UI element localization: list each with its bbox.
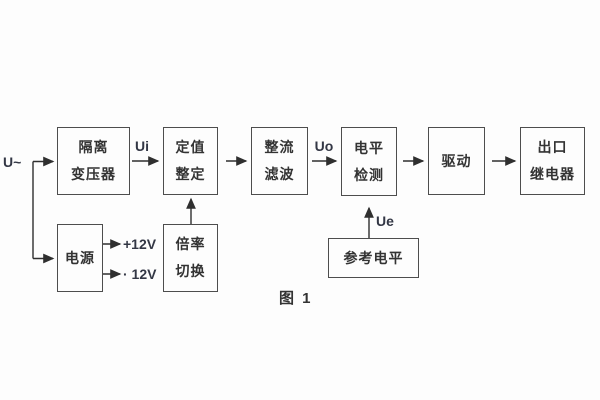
block-label-line: 检测 [354, 166, 384, 183]
block-label-line: 出口 [537, 139, 568, 155]
ue-signal-label: Ue [376, 213, 394, 229]
block-label-line: 参考电平 [343, 249, 404, 266]
block-label-line: 倍率 [175, 236, 206, 252]
block-label-line: 电源 [65, 249, 95, 266]
block-output-relay: 出口 继电器 [520, 127, 585, 195]
block-label-line: 电平 [354, 139, 384, 156]
block-drive: 驱动 [428, 127, 485, 195]
block-label-line: 滤波 [264, 166, 295, 182]
block-reference-level: 参考电平 [328, 238, 419, 278]
block-power-supply: 电源 [57, 224, 103, 292]
block-isolation-transformer: 隔离 变压器 [57, 127, 130, 195]
figure-caption: 图 1 [279, 290, 313, 307]
block-label-line: 切换 [175, 263, 206, 279]
block-setting: 定值 整定 [163, 127, 218, 195]
block-label-line: 继电器 [530, 166, 575, 182]
block-label-line: 隔离 [78, 139, 109, 155]
block-rectifier-filter: 整流 滤波 [251, 127, 308, 195]
ui-signal-label: Ui [135, 138, 149, 154]
block-level-detection: 电平 检测 [341, 127, 397, 196]
input-signal-label: U~ [3, 154, 22, 170]
block-label-line: 定值 [175, 139, 206, 155]
block-ratio-switch: 倍率 切换 [163, 224, 218, 292]
block-label-line: 驱动 [441, 152, 472, 169]
block-label-line: 整流 [264, 139, 295, 155]
block-label-line: 变压器 [71, 166, 116, 182]
block-label-line: 整定 [175, 166, 206, 182]
uo-signal-label: Uo [314, 138, 334, 154]
plus-rail-label: +12V [123, 236, 157, 252]
minus-rail-label: · 12V [123, 266, 157, 282]
